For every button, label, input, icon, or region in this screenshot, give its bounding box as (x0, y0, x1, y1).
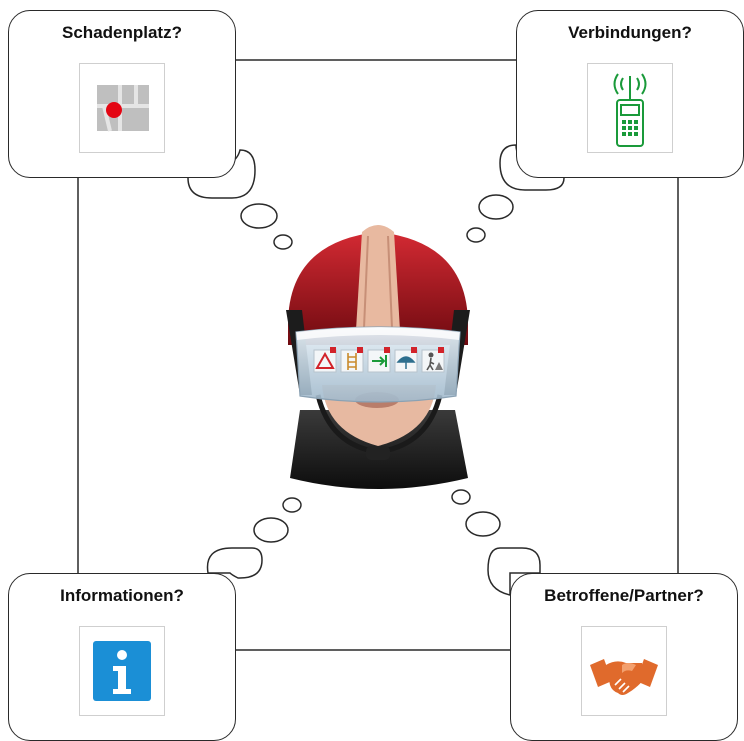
question-label-information: Informationen? (60, 586, 184, 605)
thought-bubble-bottom-right (451, 489, 541, 596)
question-label-incident-site: Schadenplatz? (62, 23, 182, 42)
visor-hud-icons (313, 347, 445, 373)
question-box-affected-partners: Betroffene/Partner? (510, 573, 738, 741)
information-icon (79, 626, 165, 716)
helmet-crest (356, 225, 400, 330)
question-box-information: Informationen? (8, 573, 236, 741)
thought-bubble-bottom-left (206, 497, 302, 579)
handshake-icon (581, 626, 667, 716)
map-location-icon (79, 63, 165, 153)
question-label-connections: Verbindungen? (568, 23, 692, 42)
question-box-connections: Verbindungen? (516, 10, 744, 178)
question-label-affected-partners: Betroffene/Partner? (544, 586, 704, 605)
question-box-incident-site: Schadenplatz? (8, 10, 236, 178)
mobile-phone-signal-icon (587, 63, 673, 153)
